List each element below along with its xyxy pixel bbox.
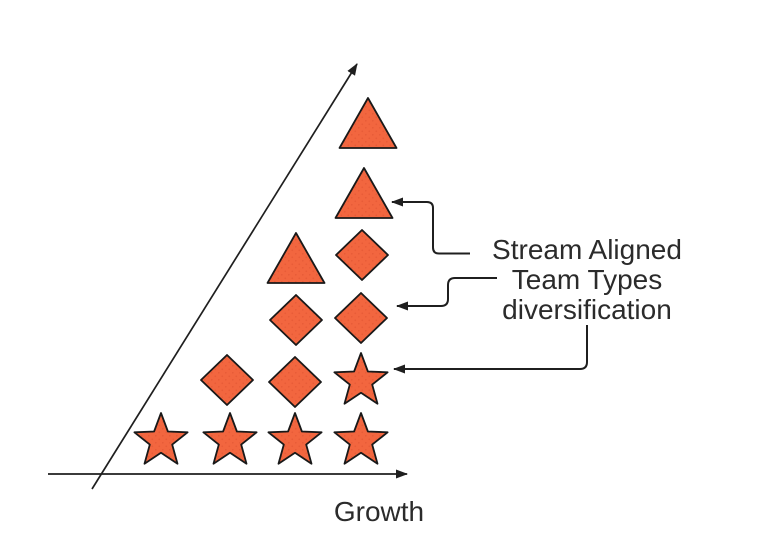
annotation-line-1: Stream Aligned bbox=[492, 234, 682, 265]
diamond-shape bbox=[335, 229, 389, 281]
diamond-shape bbox=[269, 294, 323, 346]
triangle-shape bbox=[266, 232, 326, 284]
triangle-shape bbox=[334, 167, 394, 219]
star-shape bbox=[133, 412, 189, 465]
diamond-shape bbox=[334, 292, 388, 344]
x-axis-label: Growth bbox=[334, 496, 424, 527]
connector-arrow-top bbox=[391, 197, 470, 255]
connector-arrow-middle bbox=[396, 277, 497, 311]
annotation-line-3: diversification bbox=[502, 294, 672, 325]
connector-arrow-bottom bbox=[393, 325, 588, 374]
shapes-layer bbox=[133, 97, 398, 465]
diamond-shape bbox=[200, 354, 254, 406]
star-shape bbox=[333, 352, 389, 405]
star-shape bbox=[333, 412, 389, 465]
star-shape bbox=[202, 412, 258, 465]
triangle-shape bbox=[338, 97, 398, 149]
diamond-shape bbox=[268, 356, 322, 408]
star-shape bbox=[267, 412, 323, 465]
annotation-line-2: Team Types bbox=[512, 264, 662, 295]
growth-diagonal-axis bbox=[91, 63, 358, 490]
